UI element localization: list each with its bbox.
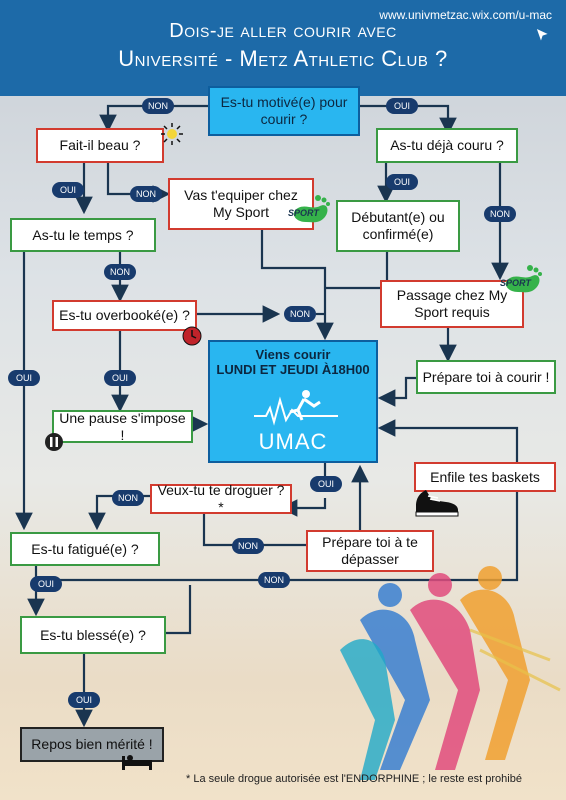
label-oui: OUI (8, 370, 40, 386)
title-line-1: Dois-je aller courir avec (169, 20, 397, 42)
sun-icon (161, 123, 183, 145)
node-beginner-confirmed: Débutant(e) ou confirmé(e) (336, 200, 460, 252)
umac-logo-text: UMAC (258, 429, 328, 454)
sport-footprint-icon: SPORT (500, 265, 542, 293)
sport-footprint-icon: SPORT (288, 195, 330, 223)
node-mysport-required: Passage chez My Sport requis (380, 280, 524, 328)
footnote: * La seule drogue autorisée est l'ENDORP… (186, 773, 522, 785)
main-run-box: Viens courir LUNDI ET JEUDI À18H00 UMAC (208, 340, 378, 463)
bed-icon (122, 755, 152, 770)
label-oui: OUI (30, 576, 62, 592)
node-tired: Es-tu fatigué(e) ? (10, 532, 160, 566)
label-non: NON (284, 306, 316, 322)
node-prepare-run: Prépare toi à courir ! (416, 360, 556, 394)
title-line-2: Université - Metz Athletic Club ? (118, 46, 448, 71)
node-drugs: Veux-tu te droguer ?* (150, 482, 292, 515)
clock-icon (182, 326, 202, 346)
node-have-time: As-tu le temps ? (10, 218, 156, 252)
runner-logo-icon (254, 390, 338, 426)
label-non: NON (104, 264, 136, 280)
label-non: NON (484, 206, 516, 222)
label-non: NON (258, 572, 290, 588)
node-pause: Une pause s'impose ! (52, 410, 193, 443)
label-non: NON (142, 98, 174, 114)
title-banner: Dois-je aller courir avec Université - M… (0, 0, 566, 96)
node-injured: Es-tu blessé(e) ? (20, 616, 166, 654)
label-non: NON (232, 538, 264, 554)
main-line-1: Viens courir (255, 347, 331, 362)
cursor-icon (535, 27, 551, 44)
label-oui: OUI (68, 692, 100, 708)
label-oui: OUI (386, 98, 418, 114)
sneaker-icon (415, 490, 459, 517)
website-url[interactable]: www.univmetzac.wix.com/u-mac (379, 8, 552, 22)
label-oui: OUI (310, 476, 342, 492)
node-weather: Fait-il beau ? (36, 128, 164, 163)
sport-logo-text: SPORT (288, 208, 320, 218)
node-surpass: Prépare toi à te dépasser (306, 530, 434, 572)
label-oui: OUI (386, 174, 418, 190)
label-non: NON (130, 186, 162, 202)
pause-icon (45, 433, 63, 451)
node-put-on-sneakers: Enfile tes baskets (414, 462, 556, 492)
label-oui: OUI (104, 370, 136, 386)
node-rest: Repos bien mérité ! (20, 727, 164, 762)
label-oui: OUI (52, 182, 84, 198)
node-motivated: Es-tu motivé(e) pour courir ? (208, 86, 360, 136)
node-equip-mysport: Vas t'equiper chez My Sport (168, 178, 314, 230)
node-already-ran: As-tu déjà couru ? (376, 128, 518, 163)
main-line-2: LUNDI ET JEUDI À18H00 (216, 362, 370, 377)
label-non: NON (112, 490, 144, 506)
sport-logo-text: SPORT (500, 278, 532, 288)
runners-illustration (340, 566, 561, 780)
node-overbooked: Es-tu overbooké(e) ? (52, 300, 197, 331)
